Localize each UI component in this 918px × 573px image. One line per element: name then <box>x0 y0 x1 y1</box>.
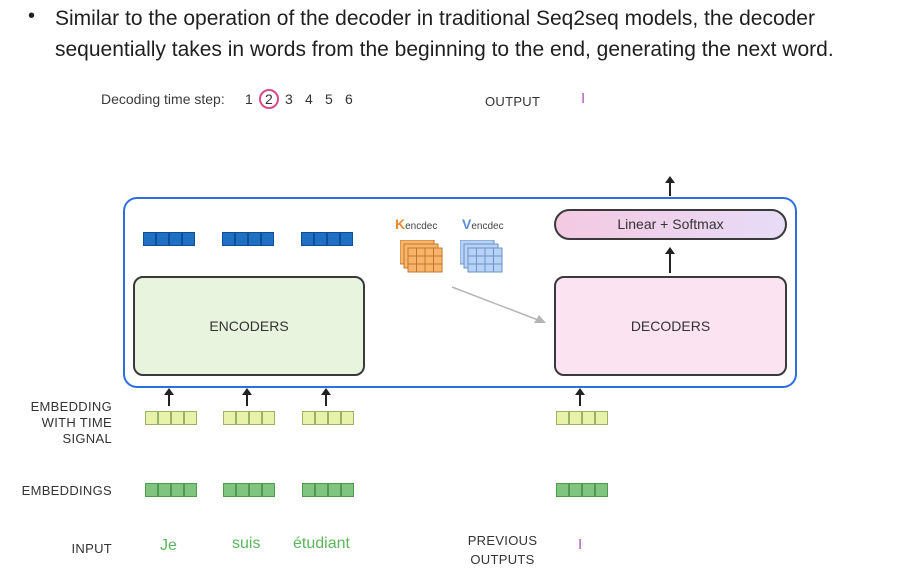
v-letter: V <box>462 216 472 232</box>
input-label: INPUT <box>71 541 112 556</box>
linear-softmax-box: Linear + Softmax <box>554 209 787 240</box>
encoders-label: ENCODERS <box>209 318 289 334</box>
embedding-vector-3 <box>302 483 354 497</box>
time-signal-vector-3 <box>302 411 354 425</box>
time-step-6: 6 <box>345 91 353 107</box>
time-step-3: 3 <box>285 91 293 107</box>
key-matrix-stack-icon <box>400 240 443 273</box>
embedding-vector-2 <box>223 483 275 497</box>
decoder-time-signal-vector <box>556 411 608 425</box>
time-step-1: 1 <box>245 91 253 107</box>
previous-output-token: I <box>578 536 583 553</box>
decoders-box: DECODERS <box>554 276 787 376</box>
encdec-attention-arrow-icon <box>451 286 546 323</box>
transformer-container <box>123 197 797 388</box>
decoding-time-step-label: Decoding time step: <box>101 91 225 107</box>
previous-outputs-label: PREVIOUS OUTPUTS <box>467 533 538 567</box>
time-step-4: 4 <box>305 91 313 107</box>
value-matrix-stack-icon <box>460 240 503 273</box>
output-token: I <box>581 90 586 107</box>
decoder-to-linear-arrow-icon <box>665 247 675 273</box>
encoders-box: ENCODERS <box>133 276 365 376</box>
time-step-5: 5 <box>325 91 333 107</box>
encoder-output-vector-2 <box>222 232 274 246</box>
input-word-suis: suis <box>232 535 261 552</box>
encoder-output-vector-3 <box>301 232 353 246</box>
embedding-time-signal-label: EMBEDDING WITH TIME SIGNAL <box>30 399 112 446</box>
k-encdec-label: Kencdec <box>395 216 437 232</box>
time-step-list: 1 2 3 4 5 6 <box>245 89 375 111</box>
v-encdec-label: Vencdec <box>462 216 504 232</box>
v-subscript: encdec <box>471 221 504 232</box>
embeddings-label: EMBEDDINGS <box>21 483 112 498</box>
input-arrow-2-icon <box>242 388 252 406</box>
k-letter: K <box>395 216 406 232</box>
input-word-etudiant: étudiant <box>293 535 350 552</box>
encoder-output-vector-1 <box>143 232 195 246</box>
time-step-2: 2 <box>265 91 273 107</box>
linear-softmax-label: Linear + Softmax <box>617 216 724 232</box>
time-signal-vector-1 <box>145 411 197 425</box>
time-signal-vector-2 <box>223 411 275 425</box>
bullet-text: Similar to the operation of the decoder … <box>55 7 834 61</box>
current-step-circle <box>259 89 279 109</box>
k-subscript: encdec <box>405 221 438 232</box>
output-label: OUTPUT <box>485 94 541 109</box>
decoder-embedding-vector <box>556 483 608 497</box>
bullet-icon: • <box>28 5 36 27</box>
embedding-vector-1 <box>145 483 197 497</box>
input-word-je: Je <box>160 537 177 554</box>
decoders-label: DECODERS <box>630 318 711 334</box>
decoder-input-arrow-icon <box>575 388 585 406</box>
input-arrow-1-icon <box>164 388 174 406</box>
input-arrow-3-icon <box>321 388 331 406</box>
output-arrow-icon <box>665 176 675 196</box>
